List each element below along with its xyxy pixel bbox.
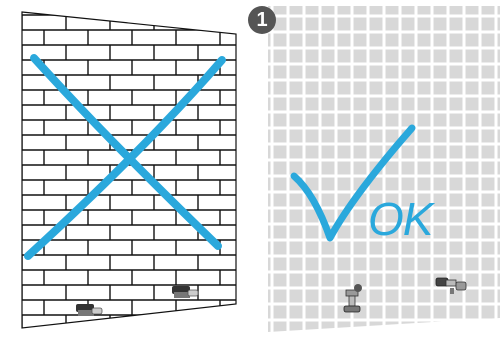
- brick-wall-panel: [21, 11, 237, 329]
- tiled-wall-panel: [268, 6, 500, 332]
- cross-mark-icon: [24, 54, 226, 260]
- wall-valve-icon: [76, 304, 103, 316]
- check-mark-icon: [290, 124, 416, 242]
- angle-valve-icon: [435, 277, 467, 294]
- step-number-badge: 1: [248, 6, 276, 34]
- ok-label: OK: [368, 193, 433, 245]
- angle-valve-icon: [343, 284, 362, 313]
- wall-valve-icon: [172, 286, 199, 298]
